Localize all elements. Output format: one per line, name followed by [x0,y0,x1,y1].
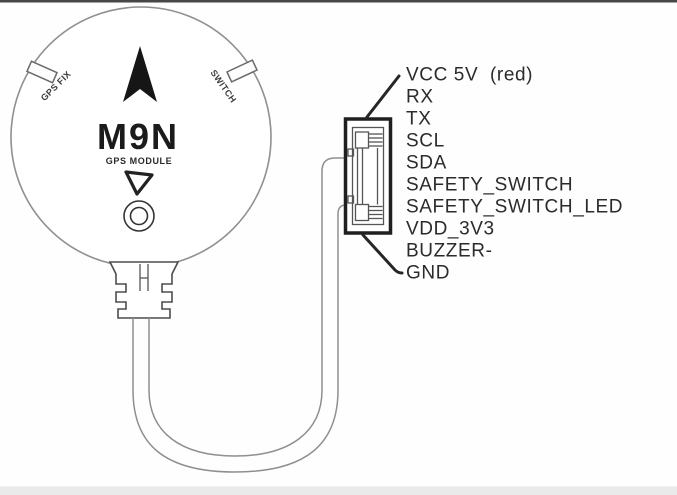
connector [343,117,393,235]
module-subtitle: GPS MODULE [106,156,173,166]
pin-label-safety-switch-led: SAFETY_SWITCH_LED [406,197,623,218]
pin-label-rx: RX [406,87,434,108]
leader-lines [361,74,404,275]
pinout-labels: VCC 5V (red) RX TX SCL SDA SAFETY_SWITCH… [406,65,623,284]
pin-label-tx: TX [406,109,431,130]
top-border [0,0,677,3]
button-ring-outer [123,200,155,232]
pin-label-vcc-5v: VCC 5V (red) [406,65,533,86]
pin-label-vdd-3v3: VDD_3V3 [406,219,495,240]
connector-tab [347,148,355,157]
switch-led-window [225,59,259,83]
pin-label-sda: SDA [406,153,447,174]
button-ring-inner [129,206,149,226]
north-arrow-icon [123,46,157,102]
connector-tab [347,195,355,204]
pin-label-safety-switch: SAFETY_SWITCH [406,175,573,196]
switch-led [225,59,259,83]
connector-inner-shell [351,126,385,226]
gps-fix-led-window [25,60,59,84]
leader-line-bottom [361,233,404,275]
module-name: M9N [97,116,179,157]
bottom-strip [0,486,677,495]
leader-line-top [365,74,401,119]
gps-fix-led [25,60,59,84]
cable-inner-edge [148,157,346,457]
strain-relief-body [108,261,180,319]
strain-relief [108,261,180,319]
gps-module: M9N GPS MODULE GPS FIX SWITCH [10,6,272,319]
pin-label-gnd: GND [406,263,450,284]
cable-outer-edge [132,204,347,473]
pin-label-buzzer: BUZZER- [406,241,493,262]
mount-triangle-icon [124,170,154,196]
pin-label-scl: SCL [406,131,445,152]
cable [132,157,347,473]
